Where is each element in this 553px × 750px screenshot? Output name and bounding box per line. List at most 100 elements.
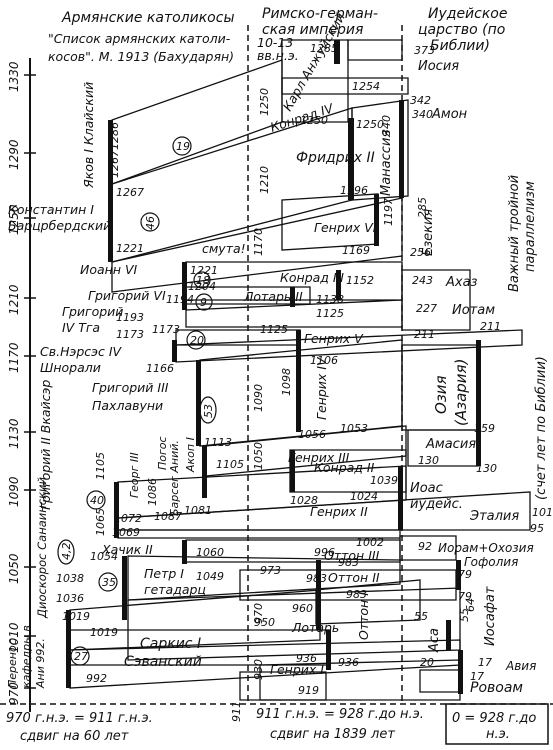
name-oziya: Озия [432, 375, 450, 414]
name-aviya: Авия [505, 659, 536, 673]
judea-title: царство (по [418, 22, 505, 38]
name-ioram: Иорам+Охозия [438, 541, 534, 555]
band [239, 569, 457, 601]
judea-title: Иудейское [428, 6, 507, 22]
year-label: 1330 [7, 61, 21, 92]
band [419, 669, 461, 693]
year: 1125 [260, 323, 288, 336]
year: 1254 [352, 80, 380, 93]
name-khachik: Хачик II [101, 542, 153, 557]
year: 930 [252, 659, 265, 680]
year: 285 [416, 197, 429, 218]
year-label: 970 [7, 682, 21, 705]
name-konrad2: Конрад II [314, 460, 375, 475]
circle-label: 46 [144, 216, 157, 230]
year: 1170 [252, 228, 265, 256]
year: 911 [230, 701, 243, 722]
year: 1173 [116, 328, 144, 341]
year-numbers: 1285 1286 1267 1267 1221 1221 1204 1194 … [56, 42, 553, 722]
circle-label: 40 [90, 494, 104, 507]
year: 983 [338, 556, 359, 569]
name-lotar2: Лотарь II [243, 289, 303, 304]
footer-middle: 911 г.н.э. = 928 г.до н.э. [256, 707, 424, 722]
footer-box [445, 703, 549, 745]
footer: 970 г.н.э. = 911 г.н.э. сдвиг на 60 лет … [6, 703, 549, 745]
year: 1060 [196, 546, 224, 559]
year: 130 [418, 454, 439, 467]
year: 1039 [370, 474, 398, 487]
circle-label: 53 [202, 404, 215, 418]
year: 1105 [216, 458, 244, 471]
year: 1221 [116, 242, 144, 255]
year-ticks [24, 74, 36, 689]
thick-bars [66, 40, 481, 694]
name-iosafat: Иосафат [483, 586, 498, 646]
name-ataliya: Эталия [469, 509, 519, 524]
band [281, 77, 409, 95]
year: 1065 [94, 508, 107, 536]
year: 1196 [340, 184, 368, 197]
name-manassiya: Манассия [379, 130, 394, 196]
name-sarkis: Саркис I [140, 636, 201, 652]
year-label: 1250 [7, 204, 21, 235]
note-parallelism: параллелизм [523, 181, 538, 272]
name-fridrikh: Фридрих II [296, 150, 375, 166]
year: 1053 [340, 422, 368, 435]
name-iosiya: Иосия [418, 59, 459, 74]
name-otton1: Оттон I [356, 592, 371, 640]
note-parallelism: Важный тройной [507, 175, 522, 292]
year-label: 1090 [7, 476, 21, 507]
name-genrikh6: Генрих VI [314, 220, 377, 235]
year: 1098 [280, 368, 293, 396]
name-ioas: Иоас [410, 481, 443, 496]
year: 1250 [300, 114, 328, 127]
name-yakov: Яков I Клайский [81, 82, 96, 189]
circled-number-labels: 19 46 18 9 20 53 40 35 4,2 27 [60, 140, 215, 663]
name-grigoriy3: Пахлавуни [92, 398, 163, 413]
roman-title: ская империя [262, 22, 363, 38]
year: 1221 [190, 264, 218, 277]
year-axis-labels: 1330 1290 1250 1210 1170 1130 1090 1050 … [7, 61, 21, 705]
footer-middle: сдвиг на 1839 лет [270, 727, 395, 742]
year: 20 [420, 656, 434, 669]
year: 1250 [258, 88, 271, 116]
name-grigoriy3: Григорий III [92, 380, 169, 395]
year: 373 [414, 44, 435, 57]
year: 996 [314, 546, 335, 559]
year: 936 [338, 656, 359, 669]
name-amasiya: Амасия [425, 437, 476, 452]
year: 1152 [346, 274, 374, 287]
year-label: 1130 [7, 418, 21, 449]
name-amon: Амон [431, 107, 468, 122]
name-genrikh4: Генрих IV [314, 356, 329, 420]
name-petr: Петр I [144, 566, 184, 581]
band [347, 39, 403, 61]
year: 17 [470, 670, 484, 683]
name-georg: Георг III [128, 452, 141, 498]
year: 79 [458, 568, 472, 581]
year: 1081 [184, 504, 212, 517]
year: 1285 [310, 42, 338, 55]
year: 101 [532, 506, 553, 519]
name-rovoam: Ровоам [470, 680, 523, 696]
band [111, 107, 353, 263]
side-notes: Важный тройной параллелизм (счет лет по … [507, 175, 549, 500]
name-akhaz: Ахаз [445, 275, 478, 290]
year: 919 [298, 684, 319, 697]
year: 1090 [252, 384, 265, 412]
year-label: 1210 [7, 284, 21, 315]
name-gofoliya: Гофолия [464, 555, 518, 569]
name-genrikh1: Генрих I [270, 662, 324, 677]
year: 211 [480, 320, 501, 333]
year: 970 [252, 603, 265, 624]
year: 983 [306, 572, 327, 585]
year: 55 [458, 608, 471, 622]
name-nerses: Шнорали [40, 360, 101, 375]
name-grigoriy6: Григорий VI [88, 288, 166, 303]
year: 1056 [298, 428, 326, 441]
year: 340 [380, 115, 393, 136]
name-otton3: Оттон III [324, 548, 380, 563]
name-sarkis: Сэванский [124, 654, 202, 670]
year: 973 [260, 564, 281, 577]
footer-left: сдвиг на 60 лет [20, 729, 129, 744]
